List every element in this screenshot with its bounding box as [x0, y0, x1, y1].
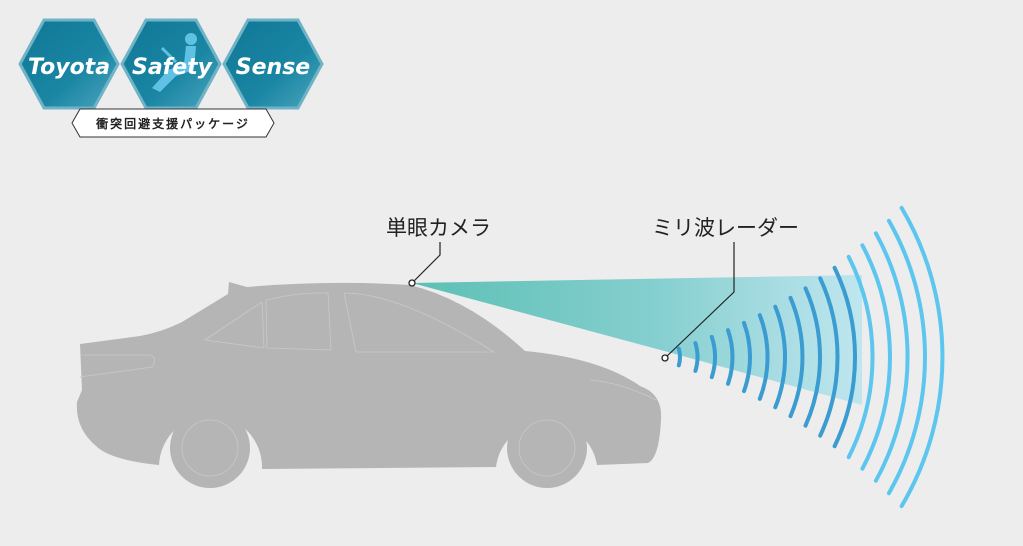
radar-wave-arc [803, 286, 822, 428]
radar-wave-arc [818, 276, 840, 438]
logo-subtitle: 衝突回避支援パッケージ [95, 116, 250, 131]
toyota-safety-sense-logo: Toyota Safety Sense 衝突回避支援パッケージ [18, 18, 324, 138]
car-windows [79, 292, 657, 401]
radar-wave-arc [726, 328, 735, 386]
radar-wave-arc [860, 243, 892, 471]
radar-wave-arc [709, 334, 717, 380]
radar-leader-line [661, 242, 735, 362]
logo-hexagons [18, 18, 324, 110]
seated-driver-icon [152, 33, 197, 92]
radar-point-marker [661, 354, 669, 362]
radar-wave-arc [873, 231, 910, 483]
radar-label: ミリ波レーダー [652, 216, 799, 240]
camera-point-marker [408, 279, 416, 287]
radar-waves [676, 205, 945, 509]
radar-wave-arc [742, 320, 752, 394]
radar-wave-arc [693, 341, 700, 373]
logo-word-safety: Safety [132, 55, 214, 80]
radar-wave-arc [899, 205, 945, 509]
logo-subtitle-banner [71, 108, 275, 138]
logo-word-sense: Sense [236, 55, 311, 80]
radar-wave-arc [788, 295, 805, 419]
radar-wave-arc [757, 313, 770, 401]
radar-wave-arc [886, 218, 927, 496]
car-silhouette [76, 282, 662, 488]
radar-wave-arc [773, 304, 787, 410]
radar-wave-arc [676, 346, 682, 368]
camera-label: 単眼カメラ [386, 216, 491, 240]
radar-wave-arc [846, 254, 875, 460]
camera-leader-line [408, 242, 441, 287]
radar-wave-arc [832, 265, 858, 449]
logo-word-toyota: Toyota [28, 55, 110, 80]
